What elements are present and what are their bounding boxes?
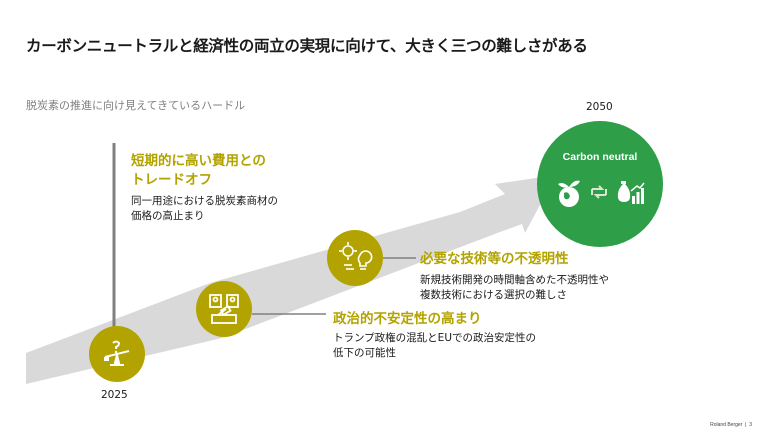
barrier-3-heading: 政治的不安定性の高まり — [333, 310, 593, 329]
lightbulb-gear-icon — [339, 242, 373, 270]
barrier-1-desc-line2: 価格の高止まり — [131, 210, 205, 222]
goal-icon-row — [554, 175, 646, 209]
year-end-label: 2050 — [586, 101, 613, 113]
footer-brand: Roland Berger — [710, 422, 743, 428]
barrier-3-heading-line1: 政治的不安定性の高まり — [333, 311, 482, 327]
money-growth-icon — [617, 181, 645, 204]
recycle-arrows-icon — [591, 185, 607, 199]
barrier-3-description: トランプ政権の混乱とEUでの政治安定性の 低下の可能性 — [333, 331, 593, 361]
barrier-2-desc-line2: 複数技術における選択の難しさ — [420, 289, 567, 301]
footer-separator: | — [743, 422, 750, 428]
slide-subtitle: 脱炭素の推進に向け見えてきているハードル — [26, 99, 246, 112]
ballot-voting-icon — [209, 294, 239, 324]
barrier-2-heading-line1: 必要な技術等の不透明性 — [420, 251, 569, 267]
footer-page-number: 3 — [749, 422, 752, 428]
balance-question-icon — [104, 340, 130, 366]
slide-title: カーボンニュートラルと経済性の両立の実現に向けて、大きく三つの難しさがある — [26, 37, 588, 55]
goal-circle: Carbon neutral — [537, 121, 663, 247]
milestone-circle-start — [89, 326, 145, 382]
barrier-3-desc-line1: トランプ政権の混乱とEUでの政治安定性の — [333, 332, 537, 344]
roadmap-road — [26, 175, 556, 384]
barrier-3-desc-line2: 低下の可能性 — [333, 347, 396, 359]
milestone-circle-politics — [196, 281, 252, 337]
barrier-1-heading-line2: トレードオフ — [131, 172, 212, 188]
slide-footer: Roland Berger | 3 — [710, 422, 752, 428]
barrier-1-heading-line1: 短期的に高い費用との — [131, 153, 266, 169]
goal-label: Carbon neutral — [562, 151, 638, 163]
globe-plant-icon — [558, 180, 580, 207]
year-start-label: 2025 — [101, 389, 128, 401]
barrier-1-desc-line1: 同一用途における脱炭素商材の — [131, 195, 278, 207]
barrier-2-heading: 必要な技術等の不透明性 — [420, 250, 680, 269]
barrier-2-desc-line1: 新規技術開発の時間軸含めた不透明性や — [420, 274, 609, 286]
barrier-2-description: 新規技術開発の時間軸含めた不透明性や 複数技術における選択の難しさ — [420, 273, 680, 303]
barrier-1-heading: 短期的に高い費用との トレードオフ — [131, 152, 331, 190]
barrier-1-description: 同一用途における脱炭素商材の 価格の高止まり — [131, 194, 331, 224]
milestone-circle-technology — [327, 230, 383, 286]
